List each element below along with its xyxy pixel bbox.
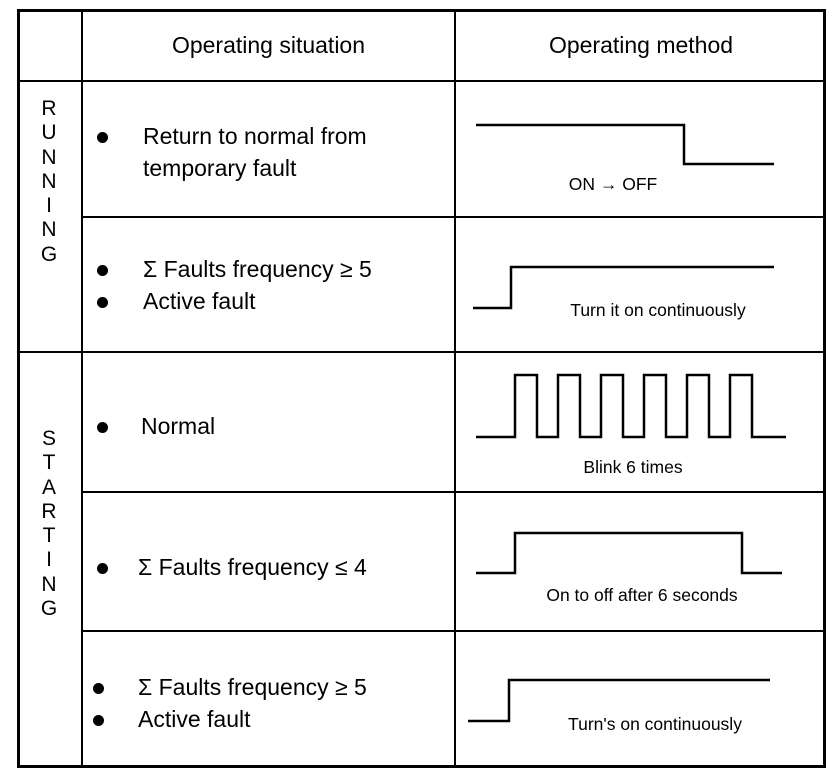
group-label-running: R U N N I N G (40, 97, 58, 266)
bullet (97, 132, 108, 143)
row-divider-3 (82, 491, 826, 493)
situation-text: Σ Faults frequency ≥ 5 (143, 256, 372, 282)
method-caption: Turn it on continuously (570, 300, 746, 320)
waveform-step-down (476, 123, 774, 166)
header-divider (17, 80, 826, 82)
situation-text: Σ Faults frequency ≥ 5 (138, 674, 367, 700)
situation-text: Σ Faults frequency ≤ 4 (138, 554, 367, 580)
waveform-single-pulse (476, 531, 782, 575)
bullet (97, 422, 108, 433)
situation-text: Normal (141, 413, 216, 439)
bullet (97, 297, 108, 308)
waveform-step-up (473, 265, 774, 310)
column-divider-2 (454, 9, 456, 768)
bullet (97, 265, 108, 276)
table-frame (17, 9, 826, 768)
waveform-pulse-train (476, 373, 786, 439)
row-divider-4 (82, 630, 826, 632)
column-divider-1 (81, 9, 83, 768)
method-caption: Turn's on continuously (568, 714, 742, 734)
method-caption: ON → OFF (568, 174, 658, 194)
header-operating-situation: Operating situation (171, 32, 366, 58)
group-divider (17, 351, 826, 353)
group-label-starting: S T A R T I N G (40, 427, 58, 621)
bullet (93, 715, 104, 726)
row-divider-1 (82, 216, 826, 218)
header-operating-method: Operating method (548, 32, 734, 58)
bullet (93, 683, 104, 694)
situation-text: Return to normal from (143, 123, 367, 149)
method-caption: Blink 6 times (583, 457, 683, 477)
method-caption: On to off after 6 seconds (546, 585, 738, 605)
situation-text: temporary fault (143, 155, 297, 181)
waveform-step-up (468, 678, 770, 723)
situation-text: Active fault (143, 288, 256, 314)
situation-text: Active fault (138, 706, 251, 732)
bullet (97, 563, 108, 574)
